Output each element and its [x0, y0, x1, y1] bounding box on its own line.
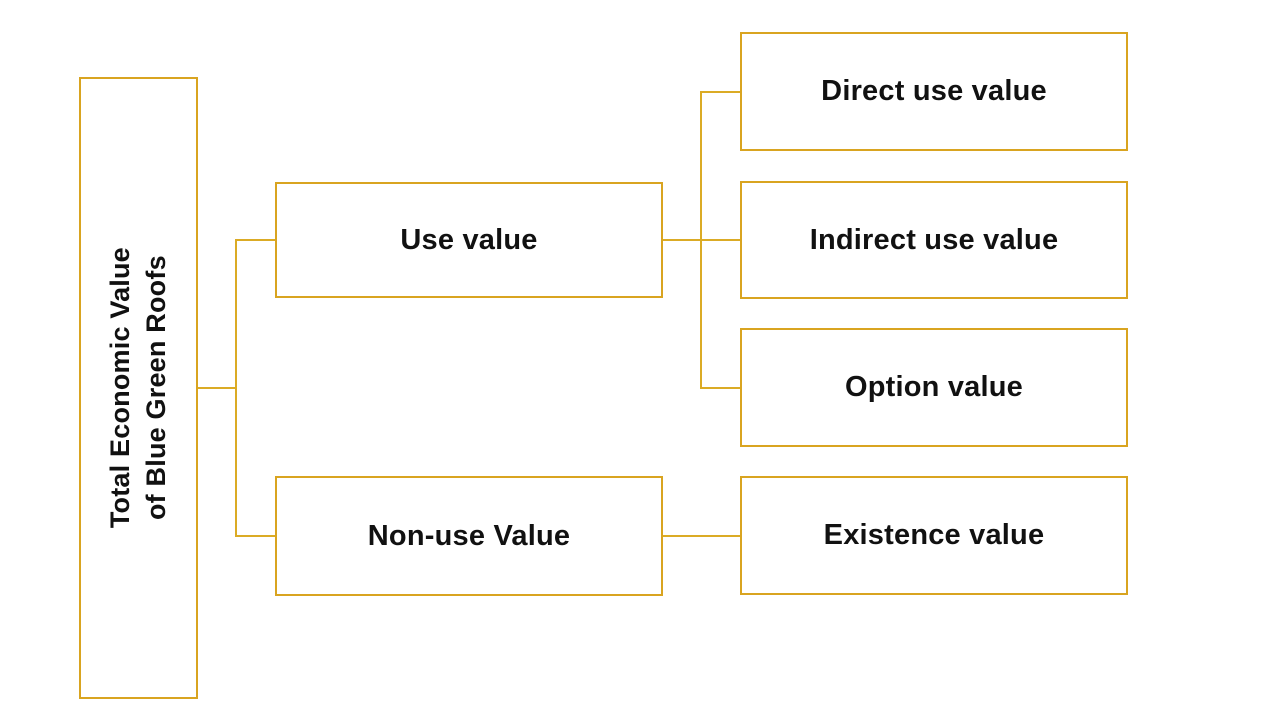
- node-non-use-value: Non-use Value: [275, 476, 663, 596]
- node-label: Direct use value: [821, 75, 1047, 107]
- connector-nonuse-to-existence: [663, 535, 740, 537]
- root-label-line-1: Total Economic Value: [104, 247, 135, 529]
- root-node-label: Total Economic Value of Blue Green Roofs: [103, 247, 174, 528]
- node-direct-use-value: Direct use value: [740, 32, 1128, 151]
- connector-trunk-to-direct: [702, 91, 740, 93]
- node-label: Existence value: [823, 519, 1045, 551]
- node-existence-value: Existence value: [740, 476, 1128, 595]
- node-use-value: Use value: [275, 182, 663, 298]
- connector-trunk-level1: [235, 239, 237, 537]
- connector-root-to-trunk: [198, 387, 235, 389]
- node-total-economic-value: Total Economic Value of Blue Green Roofs: [79, 77, 198, 699]
- connector-trunk-to-option: [702, 387, 740, 389]
- node-indirect-use-value: Indirect use value: [740, 181, 1128, 299]
- connector-trunk-to-use: [237, 239, 275, 241]
- connector-trunk-to-nonuse: [237, 535, 275, 537]
- node-option-value: Option value: [740, 328, 1128, 447]
- connector-trunk-level2: [700, 91, 702, 389]
- node-label: Indirect use value: [809, 223, 1059, 256]
- node-label: Option value: [844, 371, 1024, 403]
- node-label: Use value: [400, 223, 538, 256]
- node-label: Non-use Value: [367, 519, 571, 552]
- root-label-line-2: of Blue Green Roofs: [140, 255, 171, 521]
